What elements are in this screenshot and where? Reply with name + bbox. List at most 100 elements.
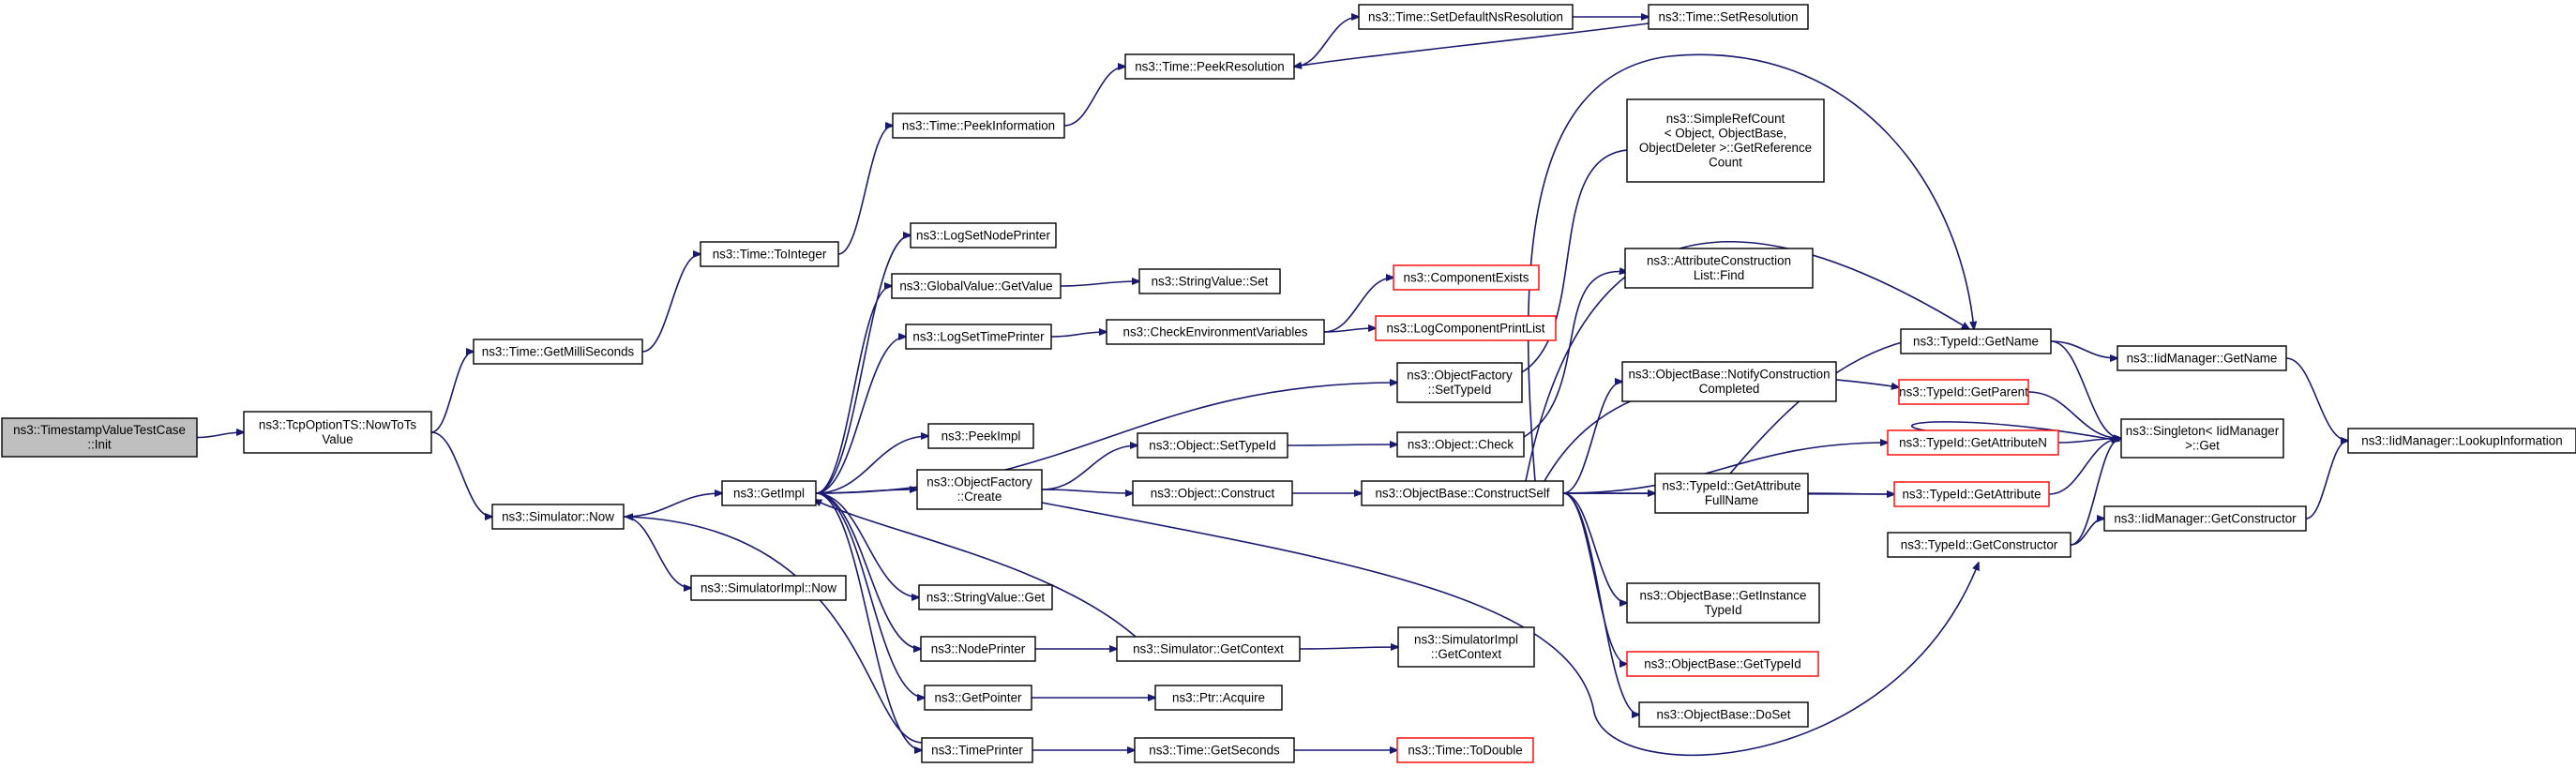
node-strget[interactable]: ns3::StringValue::Get [918, 584, 1053, 610]
node-tgetattrn-box[interactable] [1887, 429, 2059, 456]
node-obgettypeid[interactable]: ns3::ObjectBase::GetTypeId [1626, 651, 1819, 677]
node-iidgetname-box[interactable] [2117, 345, 2287, 371]
node-objconstruct-box[interactable] [1132, 480, 1293, 506]
node-ptracquire[interactable]: ns3::Ptr::Acquire [1154, 685, 1283, 711]
node-lookupinfo-box[interactable] [2347, 428, 2576, 454]
node-obgettypeid-box[interactable] [1626, 651, 1819, 677]
node-doset[interactable]: ns3::ObjectBase::DoSet [1638, 701, 1809, 728]
node-iidgetctor[interactable]: ns3::IidManager::GetConstructor [2103, 505, 2307, 532]
node-logsetnode-box[interactable] [910, 222, 1057, 248]
node-tgetattrn[interactable]: ns3::TypeId::GetAttributeN [1887, 429, 2059, 456]
node-singleton-box[interactable] [2120, 418, 2284, 459]
node-objcheck-box[interactable] [1396, 431, 1525, 458]
node-tgetctor-box[interactable] [1887, 532, 2071, 558]
node-peekimpl-box[interactable] [927, 423, 1034, 449]
node-simnow-box[interactable] [491, 504, 625, 530]
node-simimplnow-box[interactable] [690, 575, 847, 601]
node-todouble[interactable]: ns3::Time::ToDouble [1396, 737, 1534, 763]
node-lookupinfo[interactable]: ns3::IidManager::LookupInformation [2347, 428, 2576, 454]
node-iidgetctor-box[interactable] [2103, 505, 2307, 532]
node-setres[interactable]: ns3::Time::SetResolution [1648, 4, 1809, 30]
node-strset[interactable]: ns3::StringValue::Set [1138, 268, 1281, 294]
node-singleton[interactable]: ns3::Singleton< IidManager>::Get [2120, 418, 2284, 459]
node-simimplnow[interactable]: ns3::SimulatorImpl::Now [690, 575, 847, 601]
node-peekinfo[interactable]: ns3::Time::PeekInformation [892, 113, 1065, 139]
node-attrconsfind-box[interactable] [1624, 248, 1814, 289]
node-getpointer-box[interactable] [924, 685, 1032, 711]
node-simimplgetctx[interactable]: ns3::SimulatorImpl::GetContext [1397, 626, 1535, 668]
node-checkenv[interactable]: ns3::CheckEnvironmentVariables [1106, 319, 1325, 345]
node-compexists-box[interactable] [1393, 264, 1540, 291]
node-simimplgetctx-box[interactable] [1397, 626, 1535, 668]
node-simgetctx-box[interactable] [1116, 636, 1301, 662]
node-tgetname[interactable]: ns3::TypeId::GetName [1900, 328, 2052, 354]
node-getimpl[interactable]: ns3::GetImpl [721, 480, 817, 506]
node-objsettypeid-box[interactable] [1137, 432, 1288, 459]
node-peekres[interactable]: ns3::Time::PeekResolution [1124, 53, 1295, 80]
node-globalget[interactable]: ns3::GlobalValue::GetValue [891, 273, 1062, 299]
node-setres-box[interactable] [1648, 4, 1809, 30]
node-tointeger-box[interactable] [700, 241, 839, 267]
node-tgetparent-box[interactable] [1898, 379, 2029, 405]
node-tgetparent[interactable]: ns3::TypeId::GetParent [1898, 379, 2029, 405]
node-logcomplist-box[interactable] [1375, 315, 1557, 341]
node-nodeprinter-box[interactable] [920, 636, 1036, 662]
node-tgetattr-box[interactable] [1893, 481, 2050, 507]
node-timeprinter[interactable]: ns3::TimePrinter [921, 737, 1033, 763]
node-nowtots-box[interactable] [243, 411, 432, 454]
node-simnow[interactable]: ns3::Simulator::Now [491, 504, 625, 530]
node-ofsettypeid[interactable]: ns3::ObjectFactory::SetTypeId [1396, 362, 1523, 403]
node-setdefres-box[interactable] [1358, 4, 1574, 30]
node-simgetctx[interactable]: ns3::Simulator::GetContext [1116, 636, 1301, 662]
node-timeprinter-box[interactable] [921, 737, 1033, 763]
node-logsettime[interactable]: ns3::LogSetTimePrinter [905, 324, 1052, 350]
node-ofcreate[interactable]: ns3::ObjectFactory::Create [916, 469, 1043, 510]
node-peekinfo-box[interactable] [892, 113, 1065, 139]
node-globalget-box[interactable] [891, 273, 1062, 299]
node-iidgetname[interactable]: ns3::IidManager::GetName [2117, 345, 2287, 371]
node-ptracquire-box[interactable] [1154, 685, 1283, 711]
node-simplerefcount-box[interactable] [1626, 98, 1825, 183]
node-notifycons[interactable]: ns3::ObjectBase::NotifyConstructionCompl… [1621, 361, 1837, 402]
node-objsettypeid[interactable]: ns3::Object::SetTypeId [1137, 432, 1288, 459]
node-nodeprinter[interactable]: ns3::NodePrinter [920, 636, 1036, 662]
node-todouble-box[interactable] [1396, 737, 1534, 763]
node-tgetctor[interactable]: ns3::TypeId::GetConstructor [1887, 532, 2071, 558]
node-root[interactable]: ns3::TimestampValueTestCase::Init [1, 417, 198, 458]
node-simplerefcount[interactable]: ns3::SimpleRefCount< Object, ObjectBase,… [1626, 98, 1825, 183]
node-peekimpl[interactable]: ns3::PeekImpl [927, 423, 1034, 449]
node-tointeger[interactable]: ns3::Time::ToInteger [700, 241, 839, 267]
node-tgetattr[interactable]: ns3::TypeId::GetAttribute [1893, 481, 2050, 507]
node-compexists[interactable]: ns3::ComponentExists [1393, 264, 1540, 291]
node-setdefres[interactable]: ns3::Time::SetDefaultNsResolution [1358, 4, 1574, 30]
node-ofcreate-box[interactable] [916, 469, 1043, 510]
node-objconstruct[interactable]: ns3::Object::Construct [1132, 480, 1293, 506]
node-objcheck[interactable]: ns3::Object::Check [1396, 431, 1525, 458]
node-logsetnode[interactable]: ns3::LogSetNodePrinter [910, 222, 1057, 248]
node-constructself-box[interactable] [1361, 480, 1564, 506]
node-getmilli[interactable]: ns3::Time::GetMilliSeconds [473, 339, 643, 365]
node-getimpl-box[interactable] [721, 480, 817, 506]
node-strset-box[interactable] [1138, 268, 1281, 294]
node-getattrfull-box[interactable] [1654, 473, 1809, 514]
node-notifycons-box[interactable] [1621, 361, 1837, 402]
node-getseconds-box[interactable] [1134, 737, 1295, 763]
node-peekres-box[interactable] [1124, 53, 1295, 80]
node-getmilli-box[interactable] [473, 339, 643, 365]
node-getinsttypeid-box[interactable] [1626, 582, 1820, 624]
node-root-box[interactable] [1, 417, 198, 458]
node-tgetname-box[interactable] [1900, 328, 2052, 354]
node-constructself[interactable]: ns3::ObjectBase::ConstructSelf [1361, 480, 1564, 506]
node-ofsettypeid-box[interactable] [1396, 362, 1523, 403]
node-doset-box[interactable] [1638, 701, 1809, 728]
node-logcomplist[interactable]: ns3::LogComponentPrintList [1375, 315, 1557, 341]
node-getpointer[interactable]: ns3::GetPointer [924, 685, 1032, 711]
node-getseconds[interactable]: ns3::Time::GetSeconds [1134, 737, 1295, 763]
node-logsettime-box[interactable] [905, 324, 1052, 350]
node-checkenv-box[interactable] [1106, 319, 1325, 345]
node-strget-box[interactable] [918, 584, 1053, 610]
